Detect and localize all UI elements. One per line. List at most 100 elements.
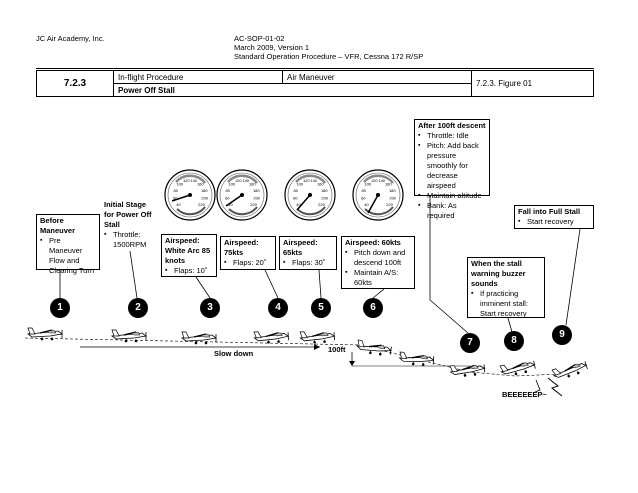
- step-7-item: Maintain altitude: [418, 191, 486, 201]
- buzzer-zigzag: [547, 377, 563, 397]
- gauge-tick-label: 140: [378, 178, 385, 183]
- flight-path-level: [24, 337, 361, 346]
- gauge-tick-label: 180: [321, 188, 328, 193]
- step-6-item: Maintain A/S: 60kts: [345, 268, 411, 288]
- step-1-marker: 1: [50, 298, 70, 318]
- gauge-tick-label: 180: [389, 188, 396, 193]
- org-name: JC Air Academy, Inc.: [36, 34, 105, 43]
- gauge-tick-label: 200: [321, 195, 328, 200]
- step-1-box: Before Maneuver Pre Maneuver Flow and Cl…: [36, 214, 100, 275]
- gauge-tick-label: 220: [318, 202, 325, 207]
- step-9-title: Fall into Full Stall: [518, 207, 581, 216]
- gauge-tick-label: 120: [235, 178, 242, 183]
- gauge-tick-label: 200: [253, 195, 260, 200]
- step-6-box: Airspeed: 60kts Pitch down and descend 1…: [341, 236, 415, 289]
- step-4-box: Airspeed: 75kts Flaps: 20˚: [220, 236, 276, 270]
- gauge-tick-label: 220: [198, 202, 205, 207]
- gauge-tick-label: 60: [361, 195, 366, 200]
- gauge-tick-label: 180: [201, 188, 208, 193]
- step-7-box: After 100ft descent Throttle: Idle Pitch…: [414, 119, 490, 220]
- connector-6: [372, 288, 385, 299]
- gauge-tick-label: 160: [317, 182, 324, 187]
- step-9-marker: 9: [552, 325, 572, 345]
- step-8-title: When the stall warning buzzer sounds: [471, 259, 526, 288]
- gauge-tick-label: 80: [361, 188, 366, 193]
- step-2-box: Initial Stage for Power Off Stall Thrott…: [101, 199, 157, 251]
- connector-4: [264, 269, 279, 299]
- step-7-marker: 7: [460, 333, 480, 353]
- step-3-item: Flaps: 10˚: [165, 266, 213, 276]
- procedure-number: 7.2.3: [36, 70, 114, 97]
- gauge-tick-label: 40: [296, 202, 301, 207]
- step-6-item: Pitch down and descend 100ft: [345, 248, 411, 268]
- step-6-marker: 6: [363, 298, 383, 318]
- gauge-tick-label: 140: [190, 178, 197, 183]
- gauge-tick-label: 220: [250, 202, 257, 207]
- gauge-tick-label: 100: [364, 182, 371, 187]
- header-divider: [36, 68, 594, 69]
- step-7-item: Pitch: Add back pressure smoothly for de…: [418, 141, 486, 191]
- step-3-box: Airspeed: White Arc 85 knots Flaps: 10˚: [161, 234, 217, 277]
- gauge-tick-label: 120: [303, 178, 310, 183]
- step-8-box: When the stall warning buzzer sounds If …: [467, 257, 545, 318]
- airspeed-gauges: [163, 168, 405, 222]
- step-2-title: Initial Stage for Power Off Stall: [104, 200, 152, 229]
- slow-down-label: Slow down: [214, 349, 254, 358]
- step-4-item: Flaps: 20˚: [224, 258, 272, 268]
- connector-5: [318, 269, 322, 299]
- gauge-tick-label: 140: [242, 178, 249, 183]
- flight-path-descent: [359, 344, 561, 377]
- gauge-tick-label: 200: [201, 195, 208, 200]
- step-1-item: Pre Maneuver Flow and Clearing Turn: [40, 236, 96, 276]
- step-5-item: Flaps: 30˚: [283, 258, 333, 268]
- step-6-title: Airspeed: 60kts: [345, 238, 401, 247]
- doc-date-version: March 2009, Version 1: [234, 43, 310, 52]
- step-2-marker: 2: [128, 298, 148, 318]
- step-7-item: Bank: As required: [418, 201, 486, 221]
- step-2-item: Throttle: 1500RPM: [104, 230, 154, 250]
- step-3-title: Airspeed: White Arc 85 knots: [165, 236, 211, 265]
- gauge-tick-label: 60: [225, 195, 230, 200]
- figure-label: 7.2.3. Figure 01: [471, 70, 594, 97]
- step-5-marker: 5: [311, 298, 331, 318]
- gauge-tick-label: 140: [310, 178, 317, 183]
- connector-9: [565, 228, 581, 326]
- step-8-item: If practicing imminent stall: Start reco…: [471, 289, 541, 319]
- gauge-tick-label: 40: [176, 202, 181, 207]
- gauge-tick-label: 80: [225, 188, 230, 193]
- buzzer-label: BEEEEEEP~: [502, 390, 547, 399]
- procedure-table: 7.2.3 In-flight Procedure Air Maneuver 7…: [36, 70, 594, 97]
- gauge-tick-label: 80: [293, 188, 298, 193]
- descent-label: 100ft: [328, 345, 346, 354]
- gauge-tick-label: 180: [253, 188, 260, 193]
- connector-8: [507, 317, 513, 333]
- connector-3: [195, 276, 211, 299]
- step-7-title: After 100ft descent: [418, 121, 486, 130]
- gauge-tick-label: 220: [386, 202, 393, 207]
- gauge-tick-label: 160: [197, 182, 204, 187]
- step-5-box: Airspeed: 65kts Flaps: 30˚: [279, 236, 337, 270]
- connector-2: [129, 250, 138, 299]
- gauge-tick-label: 40: [228, 202, 233, 207]
- gauge-tick-label: 160: [385, 182, 392, 187]
- step-5-title: Airspeed: 65kts: [283, 238, 318, 257]
- connector-7: [429, 196, 469, 334]
- step-4-title: Airspeed: 75kts: [224, 238, 259, 257]
- step-1-title: Before Maneuver: [40, 216, 76, 235]
- step-9-item: Start recovery: [518, 217, 590, 227]
- gauge-tick-label: 60: [173, 195, 178, 200]
- gauge-tick-label: 80: [173, 188, 178, 193]
- gauge-tick-label: 100: [228, 182, 235, 187]
- gauge-tick-label: 60: [293, 195, 298, 200]
- step-7-item: Throttle: Idle: [418, 131, 486, 141]
- gauge-tick-label: 100: [296, 182, 303, 187]
- doc-title: Standard Operation Procedure – VFR, Cess…: [234, 52, 424, 61]
- step-4-marker: 4: [268, 298, 288, 318]
- step-3-marker: 3: [200, 298, 220, 318]
- step-8-marker: 8: [504, 331, 524, 351]
- gauge-tick-label: 160: [249, 182, 256, 187]
- doc-id: AC-SOP-01-02: [234, 34, 285, 43]
- gauge-tick-label: 200: [389, 195, 396, 200]
- gauge-tick-label: 100: [176, 182, 183, 187]
